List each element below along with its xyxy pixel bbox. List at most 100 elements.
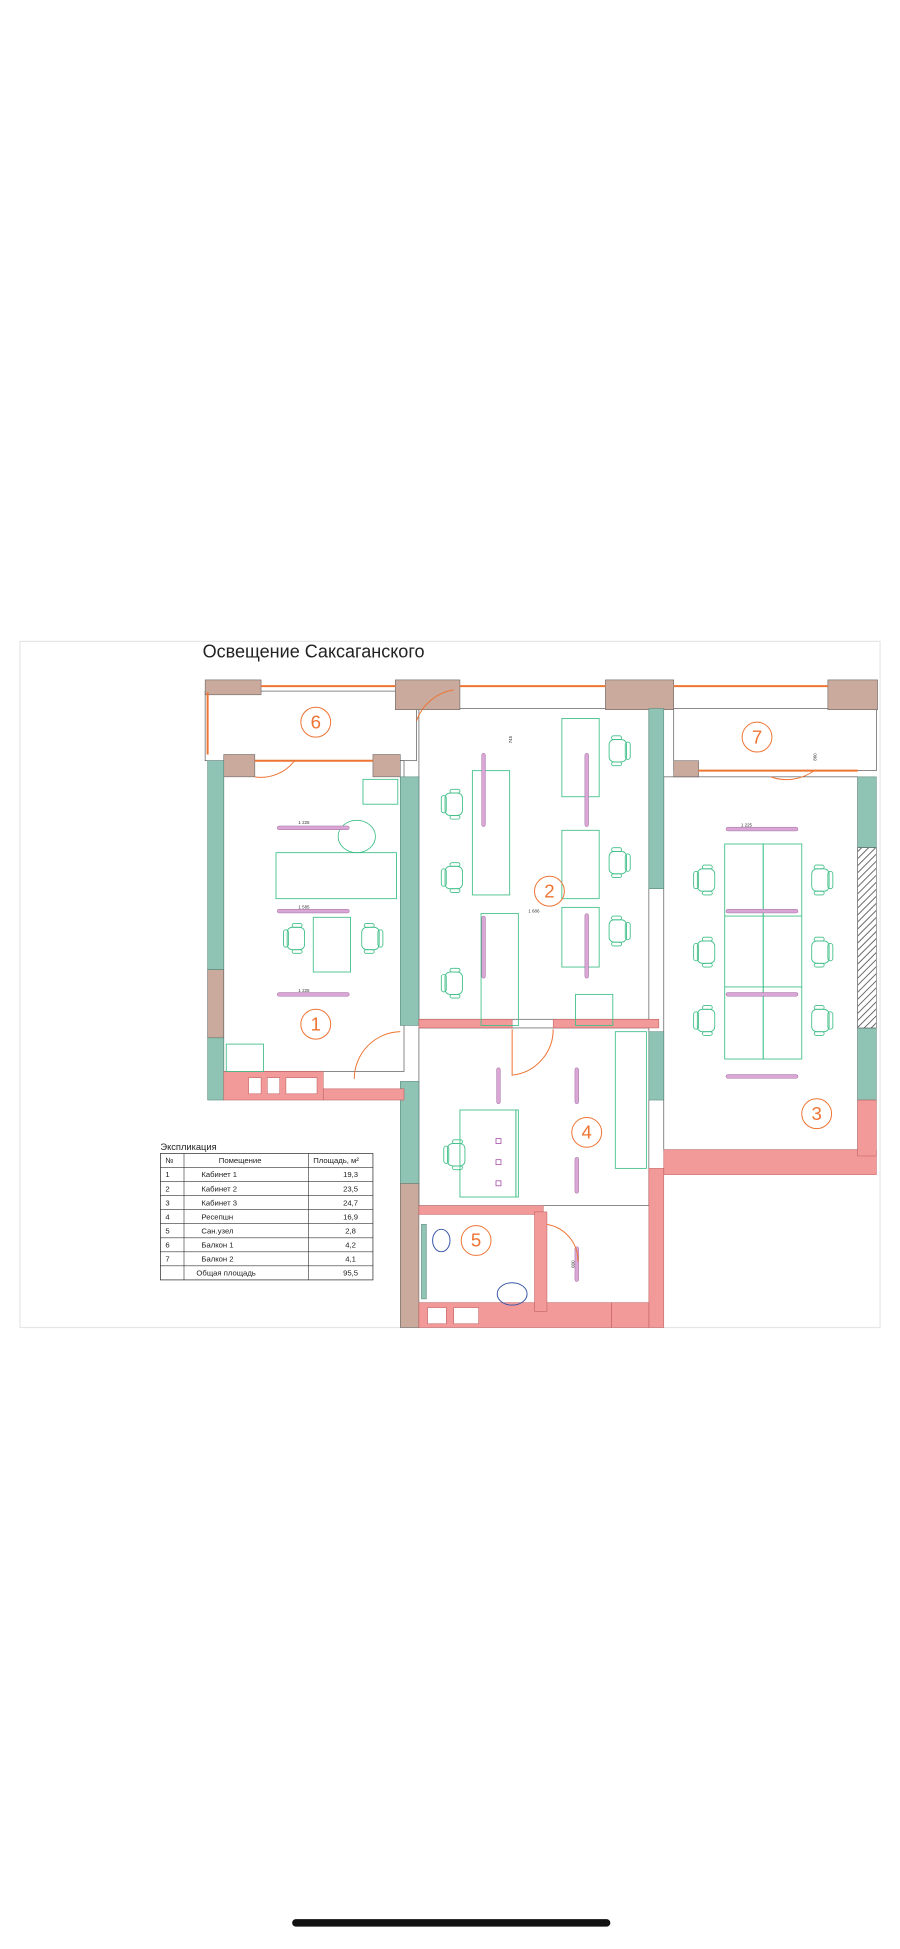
room-marker-1: 1 bbox=[300, 1008, 332, 1040]
chair-arm bbox=[813, 890, 825, 896]
chair-back bbox=[624, 921, 631, 941]
chair-arm bbox=[701, 864, 713, 870]
chair-arm bbox=[363, 923, 375, 928]
toilet-icon bbox=[432, 1228, 451, 1253]
dimension-label: 745 bbox=[508, 735, 513, 743]
wall-column bbox=[207, 969, 225, 1039]
wall-new bbox=[611, 1302, 650, 1328]
desk bbox=[515, 1109, 519, 1198]
wall-new bbox=[418, 1018, 513, 1029]
chair-arm bbox=[449, 967, 461, 973]
desk bbox=[561, 906, 600, 968]
room-marker-2: 2 bbox=[534, 875, 565, 907]
desk bbox=[762, 843, 803, 1060]
wall-column bbox=[400, 1183, 420, 1328]
chair-icon bbox=[608, 735, 631, 767]
furniture bbox=[225, 718, 834, 1306]
chair-arm bbox=[611, 873, 622, 878]
room-marker-5: 5 bbox=[460, 1225, 492, 1256]
dimension-label: 860 bbox=[813, 753, 818, 761]
chair-arm bbox=[291, 923, 303, 928]
desk bbox=[362, 778, 399, 805]
chair-back bbox=[693, 1011, 700, 1030]
chair-back bbox=[283, 929, 289, 948]
chair-back bbox=[624, 741, 631, 760]
table-cell: Сан.узел bbox=[201, 1226, 233, 1235]
wall-partition bbox=[648, 1031, 665, 1101]
chair-back bbox=[693, 942, 700, 962]
chair-icon bbox=[283, 923, 306, 954]
door-swing bbox=[254, 760, 296, 778]
doors bbox=[254, 689, 815, 1262]
linear-lamp bbox=[725, 1074, 799, 1079]
chair-arm bbox=[611, 915, 622, 921]
room-number: 4 bbox=[582, 1122, 592, 1143]
chair-arm bbox=[813, 1031, 825, 1036]
chair-icon bbox=[608, 847, 631, 878]
wall-new bbox=[534, 1211, 548, 1312]
room-number: 2 bbox=[544, 880, 554, 901]
wall-column bbox=[605, 679, 674, 710]
linear-lamp bbox=[584, 913, 589, 979]
wall-opening bbox=[453, 1307, 479, 1325]
desk bbox=[561, 718, 600, 798]
chair-back bbox=[440, 974, 447, 993]
chair-arm bbox=[452, 1139, 463, 1144]
chair-arm bbox=[449, 788, 461, 794]
wall-column bbox=[827, 679, 878, 710]
chair-arm bbox=[611, 761, 622, 767]
desk bbox=[275, 852, 397, 900]
wall-new bbox=[418, 1205, 544, 1215]
desk bbox=[575, 993, 614, 1026]
chair-arm bbox=[363, 949, 375, 954]
chair-icon bbox=[443, 1139, 466, 1171]
chair-back bbox=[693, 870, 700, 890]
table-cell: 23,5 bbox=[343, 1184, 358, 1193]
room-marker-7: 7 bbox=[741, 721, 773, 753]
chair-arm bbox=[701, 936, 713, 942]
wall-opening bbox=[248, 1077, 262, 1095]
linear-lamp bbox=[584, 753, 589, 827]
wall-opening bbox=[267, 1077, 280, 1095]
table-cell: 3 bbox=[165, 1198, 169, 1207]
room-number: 6 bbox=[311, 711, 321, 732]
wall-opening bbox=[427, 1307, 447, 1325]
chair-arm bbox=[813, 864, 825, 870]
room-marker-3: 3 bbox=[801, 1098, 833, 1130]
table-cell: 1 bbox=[165, 1170, 169, 1179]
door-swing bbox=[770, 770, 815, 781]
chair-icon bbox=[811, 936, 834, 968]
wall-partition bbox=[857, 1027, 877, 1101]
table-header-cell: № bbox=[165, 1156, 173, 1165]
chair-back bbox=[443, 1145, 450, 1164]
room-marker-6: 6 bbox=[300, 706, 332, 738]
linear-lamp bbox=[496, 1067, 501, 1105]
linear-lamp bbox=[276, 992, 350, 997]
chair-back bbox=[624, 853, 631, 872]
linear-lamp bbox=[574, 1067, 579, 1105]
wall-opening bbox=[285, 1077, 318, 1095]
door-swing bbox=[546, 1223, 579, 1262]
plan-title: Освещение Саксаганского bbox=[203, 642, 425, 662]
desk bbox=[614, 1031, 647, 1169]
chair-arm bbox=[701, 890, 713, 896]
linear-lamp bbox=[276, 825, 350, 830]
table-total-cell: 95,5 bbox=[343, 1269, 358, 1278]
chair-arm bbox=[449, 888, 461, 893]
wall-column bbox=[223, 754, 256, 778]
table-cell: Ресепшн bbox=[201, 1212, 233, 1221]
table-cell: 4,1 bbox=[345, 1255, 356, 1264]
chair-arm bbox=[813, 936, 825, 942]
desk bbox=[225, 1043, 264, 1072]
table-border bbox=[160, 1153, 374, 1281]
wall-partition bbox=[857, 776, 877, 848]
room-number: 7 bbox=[752, 726, 762, 747]
chair-arm bbox=[291, 949, 303, 954]
hatched-wall bbox=[857, 847, 877, 1029]
linear-lamp bbox=[725, 908, 799, 914]
table-cell: 4 bbox=[165, 1212, 170, 1221]
home-indicator[interactable] bbox=[292, 1919, 611, 1927]
linear-lamp bbox=[725, 826, 799, 832]
chair-icon bbox=[693, 1005, 716, 1036]
wall-new bbox=[857, 1099, 877, 1157]
